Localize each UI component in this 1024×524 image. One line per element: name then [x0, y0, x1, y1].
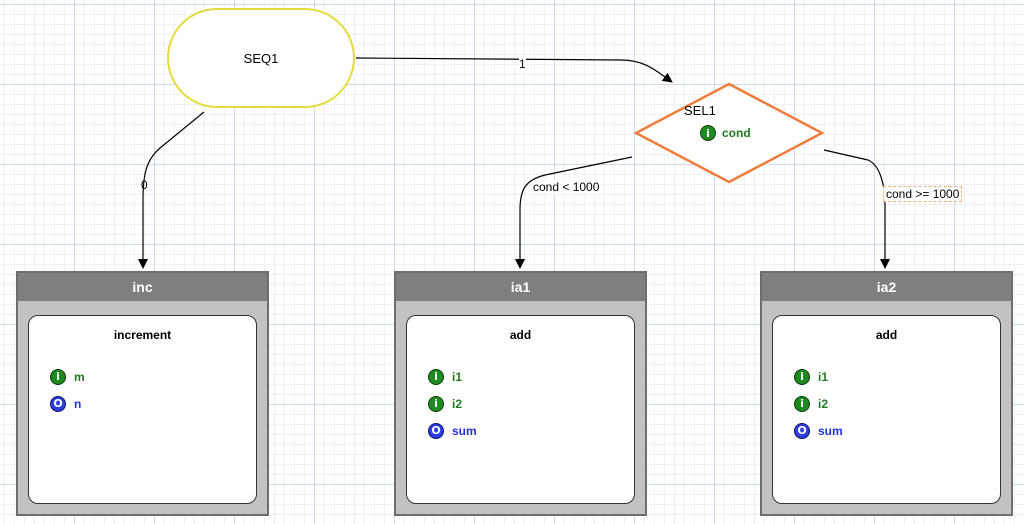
sequence-node-seq1[interactable]: SEQ1 [167, 8, 355, 108]
param-item[interactable]: i i1 [428, 363, 634, 390]
edge-label-seq-to-inc: 0 [141, 178, 148, 192]
output-param-icon: O [794, 422, 810, 439]
input-param-icon: i [794, 395, 810, 412]
edge-label-seq-to-sel: 1 [519, 57, 526, 71]
selector-node-label: SEL1 [684, 103, 716, 118]
param-item[interactable]: i i1 [794, 363, 1000, 390]
component-ia1[interactable]: ia1 add i i1 i i2 O sum [394, 271, 647, 516]
function-box[interactable]: add i i1 i i2 O sum [406, 315, 635, 504]
param-item[interactable]: O n [50, 390, 256, 417]
param-list: i i1 i i2 O sum [773, 363, 1000, 444]
param-item[interactable]: O sum [794, 417, 1000, 444]
edge-seq-to-inc[interactable] [138, 111, 205, 269]
sequence-node-label: SEQ1 [243, 50, 279, 66]
param-item[interactable]: i m [50, 363, 256, 390]
selector-node-sel1[interactable] [633, 82, 825, 184]
component-inc[interactable]: inc increment i m O n [16, 271, 269, 516]
param-name: m [74, 369, 85, 384]
function-box[interactable]: increment i m O n [28, 315, 257, 504]
selector-param-name: cond [722, 126, 751, 140]
function-box[interactable]: add i i1 i i2 O sum [772, 315, 1001, 504]
input-param-icon: i [428, 368, 444, 385]
input-param-icon: i [428, 395, 444, 412]
edge-seq-to-sel[interactable] [355, 57, 673, 83]
param-item[interactable]: i i2 [428, 390, 634, 417]
param-item[interactable]: i i2 [794, 390, 1000, 417]
edge-sel-to-ia1[interactable] [515, 156, 633, 269]
function-name: add [875, 328, 898, 342]
output-param-icon: O [428, 422, 444, 439]
param-list: i m O n [29, 363, 256, 417]
param-name: i2 [452, 396, 463, 411]
component-header: inc [18, 273, 267, 301]
selector-param: i cond [700, 125, 751, 141]
input-param-icon: i [794, 368, 810, 385]
component-header: ia1 [396, 273, 645, 301]
param-name: n [74, 396, 82, 411]
param-name: i1 [818, 369, 829, 384]
param-name: i2 [818, 396, 829, 411]
edge-sel-to-ia2[interactable] [823, 149, 890, 269]
param-item[interactable]: O sum [428, 417, 634, 444]
input-param-icon: i [50, 368, 66, 385]
output-param-icon: O [50, 395, 66, 412]
param-name: sum [818, 423, 843, 438]
component-ia2[interactable]: ia2 add i i1 i i2 O sum [760, 271, 1013, 516]
edge-label-sel-to-ia2: cond >= 1000 [883, 186, 963, 202]
param-name: i1 [452, 369, 463, 384]
param-list: i i1 i i2 O sum [407, 363, 634, 444]
edge-label-sel-to-ia1: cond < 1000 [533, 180, 600, 194]
param-name: sum [452, 423, 477, 438]
function-name: add [509, 328, 532, 342]
input-param-icon: i [700, 125, 716, 141]
component-header: ia2 [762, 273, 1011, 301]
function-name: increment [113, 328, 172, 342]
